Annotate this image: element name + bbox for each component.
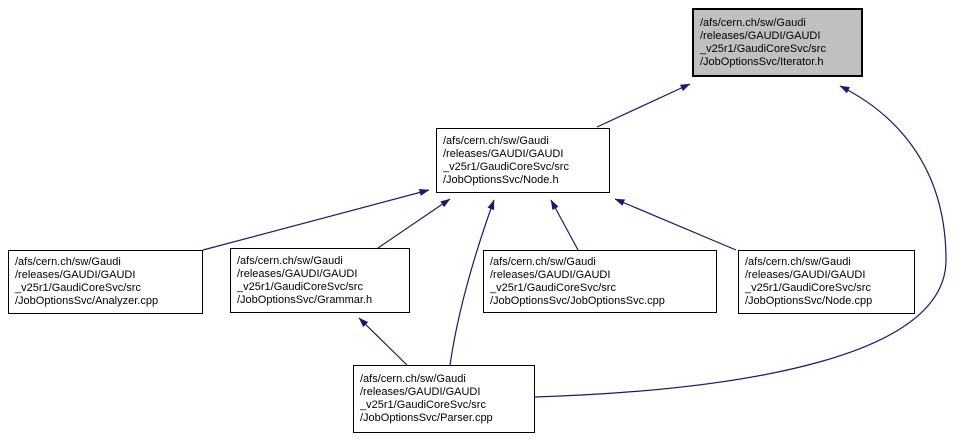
node-iterator-h[interactable]: /afs/cern.ch/sw/Gaudi /releases/GAUDI/GA… [692, 8, 863, 77]
node-node-cpp-label: /afs/cern.ch/sw/Gaudi /releases/GAUDI/GA… [745, 256, 873, 307]
node-parser-cpp[interactable]: /afs/cern.ch/sw/Gaudi /releases/GAUDI/GA… [353, 365, 535, 433]
node-analyzer-cpp[interactable]: /afs/cern.ch/sw/Gaudi /releases/GAUDI/GA… [8, 250, 203, 314]
edge-joboptionssvc_cpp-to-node_h [550, 199, 579, 251]
node-iterator-h-label: /afs/cern.ch/sw/Gaudi /releases/GAUDI/GA… [700, 16, 826, 68]
node-grammar-h-label: /afs/cern.ch/sw/Gaudi /releases/GAUDI/GA… [237, 254, 373, 306]
node-joboptionssvc-cpp-label: /afs/cern.ch/sw/Gaudi /releases/GAUDI/GA… [490, 255, 665, 307]
edge-grammar_h-to-node_h [377, 198, 451, 249]
node-node-h[interactable]: /afs/cern.ch/sw/Gaudi /releases/GAUDI/GA… [436, 128, 610, 193]
node-node-h-label: /afs/cern.ch/sw/Gaudi /releases/GAUDI/GA… [443, 134, 569, 186]
edge-parser_cpp-to-iterator_h [534, 85, 947, 398]
edge-analyzer_cpp-to-node_h [202, 189, 430, 251]
node-node-cpp[interactable]: /afs/cern.ch/sw/Gaudi /releases/GAUDI/GA… [738, 250, 915, 314]
edge-parser_cpp-to-grammar_h [358, 317, 408, 366]
edge-parser_cpp-to-node_h [449, 199, 495, 366]
node-parser-cpp-label: /afs/cern.ch/sw/Gaudi /releases/GAUDI/GA… [360, 373, 493, 424]
edge-node_h-to-iterator_h [596, 83, 691, 128]
edge-node_cpp-to-node_h [614, 198, 737, 251]
node-grammar-h[interactable]: /afs/cern.ch/sw/Gaudi /releases/GAUDI/GA… [230, 248, 410, 313]
node-joboptionssvc-cpp[interactable]: /afs/cern.ch/sw/Gaudi /releases/GAUDI/GA… [483, 250, 717, 313]
node-analyzer-cpp-label: /afs/cern.ch/sw/Gaudi /releases/GAUDI/GA… [15, 256, 159, 307]
